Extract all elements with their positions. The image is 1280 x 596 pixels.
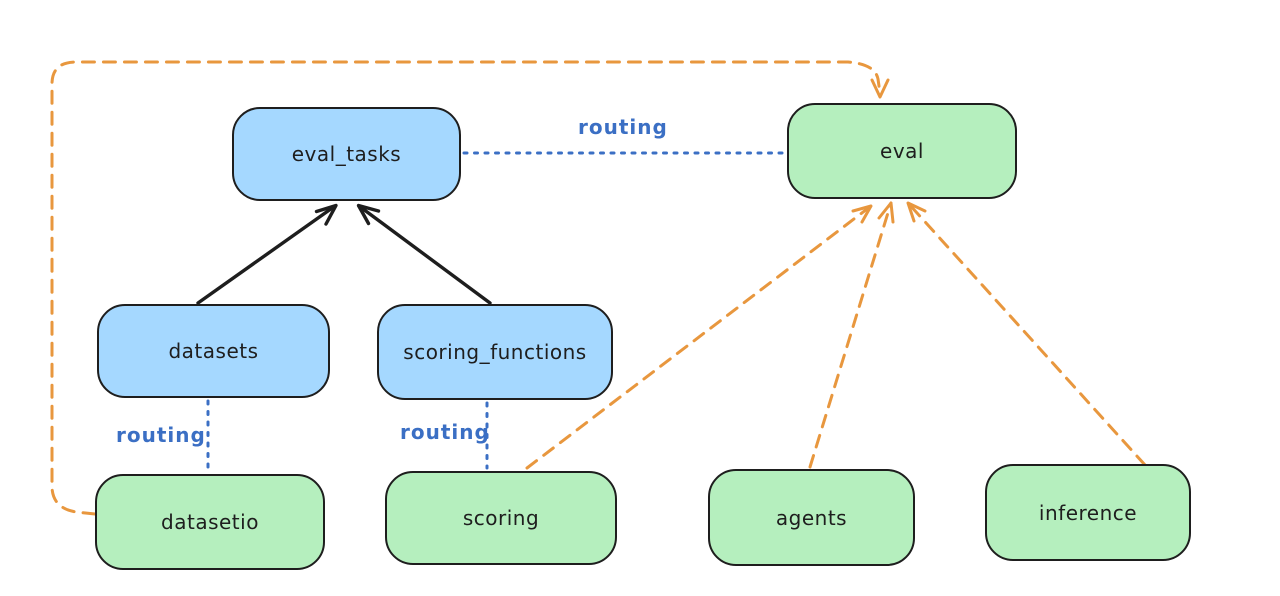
edge-scoring-functions-to-eval-tasks [356,203,492,305]
node-scoring-functions-label: scoring_functions [403,340,587,364]
routing-label-datasets-datasetio: routing [116,423,206,447]
arrowhead-icon [314,203,338,226]
node-eval-tasks-label: eval_tasks [291,142,402,166]
node-scoring-functions: scoring_functions [377,304,613,400]
node-eval-label: eval [880,139,924,163]
arrowhead-icon [356,203,381,226]
node-eval-tasks: eval_tasks [232,107,461,201]
node-datasets-label: datasets [168,339,259,363]
node-agents-label: agents [775,505,848,530]
arrowhead-icon [851,204,873,224]
node-scoring-label: scoring [462,506,540,530]
edge-agents-to-eval [808,201,895,469]
node-datasets: datasets [97,304,330,398]
edge-datasets-to-eval-tasks [196,203,338,305]
node-scoring: scoring [385,471,617,565]
node-eval: eval [787,103,1017,199]
node-agents: agents [708,469,915,566]
routing-label-scoring-functions-scoring: routing [400,420,490,444]
node-inference-label: inference [1038,500,1138,525]
arrowhead-icon [906,201,927,223]
node-datasetio: datasetio [95,474,325,570]
routing-label-eval-tasks-eval: routing [578,115,668,139]
arrowhead-icon [870,78,890,99]
edge-inference-to-eval [906,201,1147,467]
arrowhead-icon [877,201,895,224]
node-inference: inference [985,464,1191,561]
node-datasetio-label: datasetio [161,510,259,534]
